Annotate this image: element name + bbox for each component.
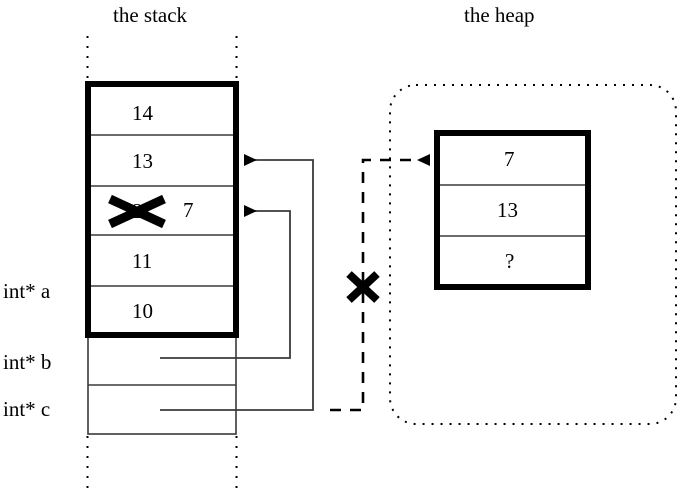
- variable-label-b: int* b: [3, 350, 52, 374]
- pointer-c-old-arrow: [160, 154, 314, 411]
- pointer-b-path: [160, 205, 291, 359]
- stack-cell-value-2-struck: 12: [122, 199, 143, 223]
- stack-cell-value-4: 10: [132, 299, 153, 323]
- heap-cell-value-1: 13: [497, 198, 518, 222]
- heap-cell-value-0: 7: [504, 147, 515, 171]
- stack-cell-value-2-new: 7: [183, 198, 194, 222]
- stack-title: the stack: [113, 3, 188, 27]
- heap-region-boundary: [389, 84, 677, 425]
- stack-main-box-frame: [85, 81, 239, 338]
- stack-cell-value-1: 13: [132, 149, 153, 173]
- variable-label-a: int* a: [3, 279, 51, 303]
- stack-variable-cells: [87, 334, 237, 435]
- x-cross-mark-struck-value: [108, 194, 166, 229]
- stack-cell-value-0: 14: [132, 101, 153, 125]
- pointer-heap-dashed-path: [330, 154, 430, 412]
- pointer-c-old-path: [160, 154, 314, 411]
- x-cross-mark-broken-pointer: [346, 271, 380, 303]
- variable-label-c: int* c: [3, 397, 51, 421]
- heap-title: the heap: [464, 3, 535, 27]
- pointer-heap-dashed-arrow: [330, 154, 430, 412]
- stack-cell-value-3: 11: [132, 249, 153, 273]
- heap-cell-value-2: ?: [505, 249, 515, 273]
- pointer-b-arrow: [160, 205, 291, 359]
- stack-main-box: [85, 81, 239, 338]
- heap-block: [434, 130, 591, 290]
- heap-block-frame: [434, 130, 591, 290]
- stack-guide-rails: [86, 36, 238, 489]
